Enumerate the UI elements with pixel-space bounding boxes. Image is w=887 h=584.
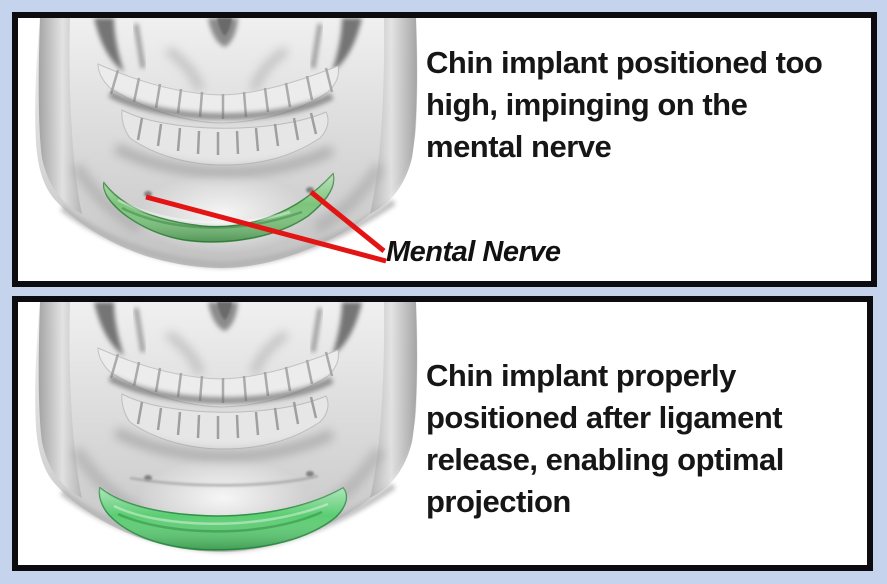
implant-rib-highlight [117, 198, 291, 224]
skull-base [35, 302, 417, 552]
nerve-pointer-right [309, 190, 386, 253]
nerve-pointer-left [145, 194, 387, 264]
chin-implant-high [102, 172, 335, 243]
chin-implant-proper-shading [99, 488, 347, 550]
implant-rib-shadow [121, 206, 303, 229]
annotation-lines [145, 190, 387, 264]
implant-rib-highlight [113, 502, 329, 525]
caption-implant-proper: Chin implant properly positioned after l… [426, 358, 784, 519]
panel-implant-too-high: Mental Nerve Chin implant positioned too… [12, 12, 877, 287]
chin-seam-line [129, 474, 319, 487]
skull-3d-render-implant-proper [18, 302, 867, 565]
mental-nerve-label: Mental Nerve [386, 236, 561, 268]
panel-implant-proper: Chin implant properly positioned after l… [12, 296, 873, 571]
implant-rib-shadow [117, 510, 323, 533]
caption-implant-too-high: Chin implant positioned too high, imping… [426, 45, 823, 164]
chin-implant-proper [98, 486, 348, 551]
chin-implant-high-shading [103, 174, 334, 242]
skull-3d-render-implant-high [18, 18, 871, 281]
